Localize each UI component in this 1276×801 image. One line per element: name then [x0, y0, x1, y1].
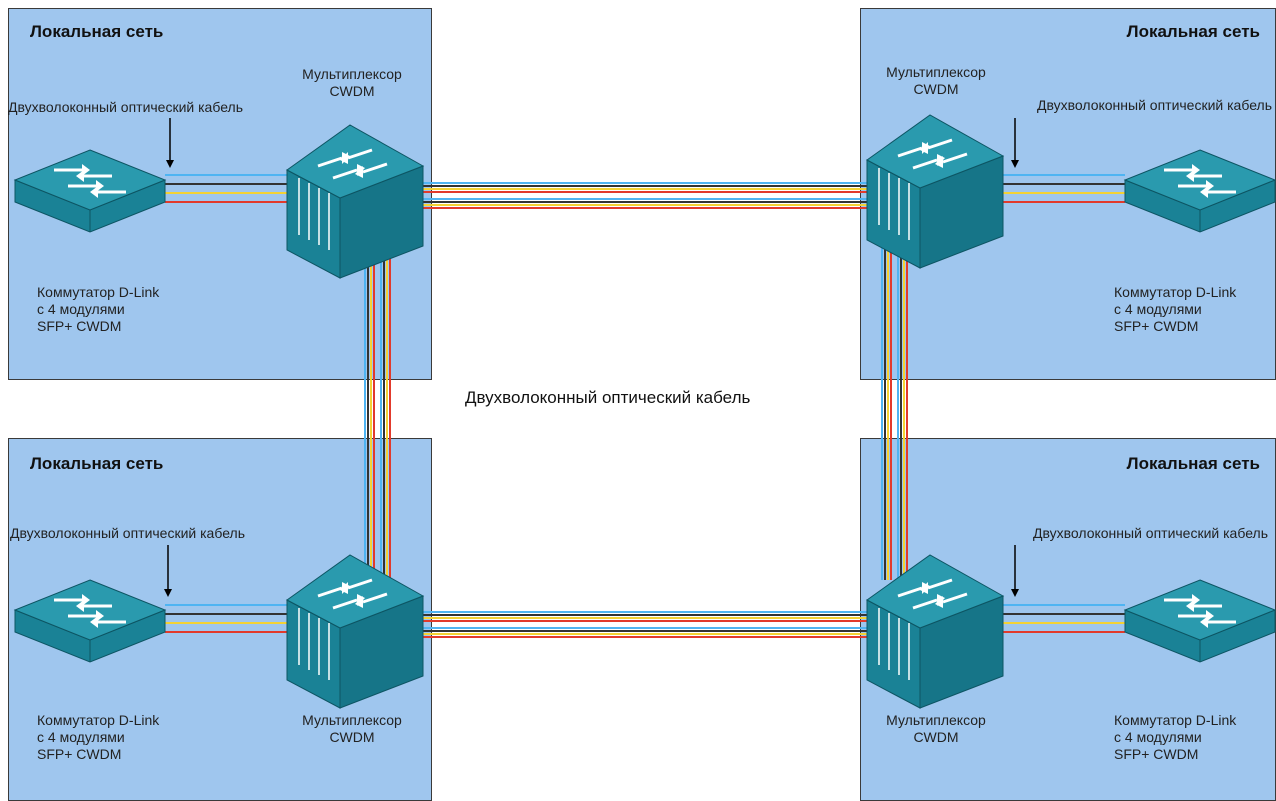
link-top-right	[1000, 174, 1125, 203]
mux-label-top-left: Мультиплексор CWDM	[302, 66, 402, 99]
center-fiber-label: Двухволоконный оптический кабель	[465, 388, 751, 407]
switch-label-top-left: Коммутатор D-Link с 4 модулями SFP+ CWDM	[37, 284, 160, 334]
link-bottom-right	[1000, 604, 1125, 633]
switch-icon-top-left	[13, 149, 167, 233]
switch-label-bottom-right: Коммутатор D-Link с 4 модулями SFP+ CWDM	[1114, 712, 1237, 762]
link-bottom-left	[165, 604, 298, 633]
fiber-label-bottom-right: Двухволоконный оптический кабель	[1033, 525, 1268, 541]
mux-icon-top-right	[866, 114, 1005, 269]
mux-label-top-right: Мультиплексор CWDM	[886, 64, 986, 97]
zone-title-bottom-right: Локальная сеть	[1126, 454, 1260, 473]
arrow-bottom-left	[164, 545, 172, 597]
arrow-top-left	[166, 118, 174, 168]
fiber-label-bottom-left: Двухволоконный оптический кабель	[10, 525, 245, 541]
mux-icon-top-left	[286, 124, 425, 279]
link-top-left	[165, 174, 298, 203]
zone-title-top-left: Локальная сеть	[30, 22, 164, 41]
arrow-top-right	[1011, 118, 1019, 168]
mux-label-bottom-left: Мультиплексор CWDM	[302, 712, 402, 745]
switch-icon-top-right	[1123, 149, 1276, 233]
mux-label-bottom-right: Мультиплексор CWDM	[886, 712, 986, 745]
zone-title-bottom-left: Локальная сеть	[30, 454, 164, 473]
backbone-bottom	[415, 611, 872, 638]
mux-icon-bottom-right	[866, 554, 1005, 709]
zone-title-top-right: Локальная сеть	[1126, 22, 1260, 41]
fiber-label-top-left: Двухволоконный оптический кабель	[8, 99, 243, 115]
switch-label-top-right: Коммутатор D-Link с 4 модулями SFP+ CWDM	[1114, 284, 1237, 334]
backbone-left	[364, 255, 391, 585]
fiber-label-top-right: Двухволоконный оптический кабель	[1037, 97, 1272, 113]
switch-icon-bottom-left	[13, 579, 167, 663]
switch-icon-bottom-right	[1123, 579, 1276, 663]
backbone-top	[415, 182, 872, 209]
backbone-right	[881, 235, 908, 580]
arrow-bottom-right	[1011, 545, 1019, 597]
mux-icon-bottom-left	[286, 554, 425, 709]
switch-label-bottom-left: Коммутатор D-Link с 4 модулями SFP+ CWDM	[37, 712, 160, 762]
